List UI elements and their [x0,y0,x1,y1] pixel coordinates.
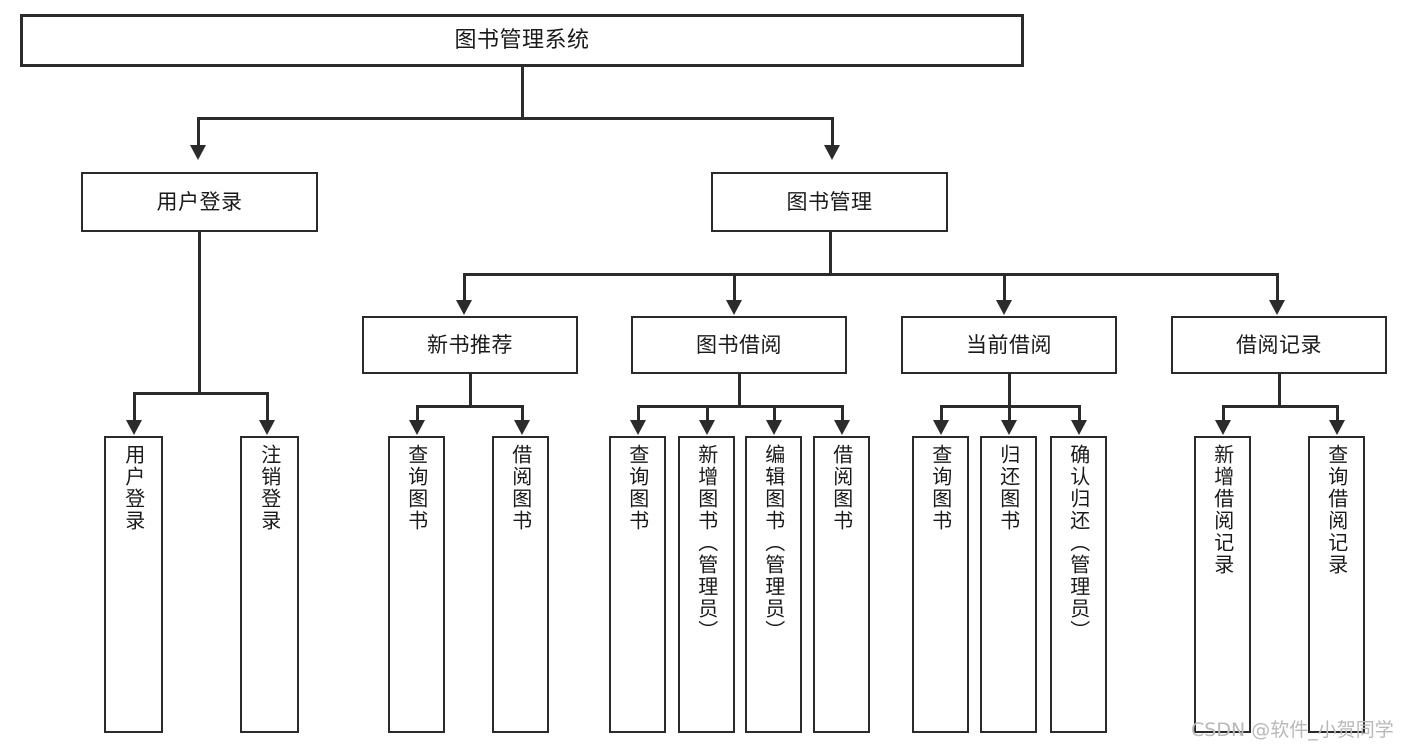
leaf-label: 查询图书 [928,444,953,532]
leaf-label: 注销登录 [257,444,282,532]
node-label: 图书管理系统 [454,27,590,53]
leaf-label: 查询图书 [625,444,650,532]
connector-user-login-bus [133,392,266,395]
node-label: 用户登录 [156,189,243,214]
csdn-watermark: CSDN @软件_小贺同学 [1191,719,1394,741]
arrowhead-to-user-login [190,145,206,160]
leaf-borrow-record-add-record[interactable]: 新增借阅记录 [1194,436,1251,733]
leaf-label: 查询图书 [404,444,429,532]
leaf-user-login-logout[interactable]: 注销登录 [240,436,299,733]
arrowhead-cb-leaf1 [933,420,949,435]
node-book-management[interactable]: 图书管理 [711,172,948,232]
node-label: 当前借阅 [966,332,1052,357]
connector-bb-leaf1 [637,405,640,422]
node-label: 借阅记录 [1236,332,1322,357]
connector-to-current-borrow [1003,273,1006,301]
node-new-book-recommend[interactable]: 新书推荐 [362,316,578,374]
node-book-borrow[interactable]: 图书借阅 [631,316,847,374]
node-root-book-management-system[interactable]: 图书管理系统 [20,14,1024,67]
connector-level2-bus [463,273,1278,276]
connector-root-trunk [521,67,524,117]
arrowhead-bb-leaf4 [834,420,850,435]
arrowhead-br-leaf1 [1215,420,1231,435]
node-label: 图书管理 [786,189,873,214]
leaf-label: 借阅图书 [829,444,854,532]
connector-bb-leaf4 [841,405,844,422]
arrowhead-bb-leaf3 [766,420,782,435]
connector-new-book-recommend-bus [416,405,522,408]
node-label: 图书借阅 [696,332,782,357]
arrowhead-to-borrow-record [1269,300,1285,315]
connector-to-user-login [197,117,200,145]
arrowhead-to-book-borrow [726,300,742,315]
arrowhead-br-leaf2 [1329,420,1345,435]
arrowhead-user-login-leaf1 [126,420,142,435]
leaf-current-borrow-confirm-return-admin[interactable]: 确认归还（管理员） [1050,436,1107,733]
leaf-book-borrow-add-book-admin[interactable]: 新增图书（管理员） [678,436,735,733]
leaf-borrow-record-query-record[interactable]: 查询借阅记录 [1308,436,1365,733]
arrowhead-cb-leaf3 [1071,420,1087,435]
leaf-user-login-login[interactable]: 用户登录 [104,436,163,733]
arrowhead-to-book-management [824,145,840,160]
connector-book-borrow-trunk [738,374,741,405]
connector-borrow-record-bus [1222,405,1336,408]
connector-cb-leaf2 [1008,405,1011,422]
leaf-current-borrow-query-book[interactable]: 查询图书 [912,436,969,733]
leaf-label: 新增图书（管理员） [694,444,719,642]
connector-user-login-trunk [198,232,201,392]
leaf-label: 归还图书 [996,444,1021,532]
leaf-label: 新增借阅记录 [1210,444,1235,576]
arrowhead-user-login-leaf2 [259,420,275,435]
leaf-current-borrow-return-book[interactable]: 归还图书 [980,436,1037,733]
leaf-label: 借阅图书 [508,444,533,532]
arrowhead-bb-leaf2 [699,420,715,435]
connector-book-borrow-bus [637,405,843,408]
connector-br-leaf1 [1222,405,1225,422]
node-borrow-record[interactable]: 借阅记录 [1171,316,1387,374]
connector-borrow-record-trunk [1278,374,1281,405]
connector-bb-leaf2 [706,405,709,422]
leaf-book-borrow-query-book[interactable]: 查询图书 [609,436,666,733]
node-label: 新书推荐 [427,332,513,357]
leaf-label: 查询借阅记录 [1324,444,1349,576]
connector-user-login-leaf2 [266,392,269,422]
connector-book-management-trunk [829,232,832,273]
arrowhead-nbr-leaf2 [514,420,530,435]
arrowhead-bb-leaf1 [630,420,646,435]
node-user-login[interactable]: 用户登录 [81,172,318,232]
connector-to-book-borrow [733,273,736,301]
leaf-label: 确认归还（管理员） [1066,444,1091,642]
connector-cb-leaf1 [940,405,943,422]
connector-user-login-leaf1 [133,392,136,422]
node-current-borrow[interactable]: 当前借阅 [901,316,1117,374]
connector-to-new-book-recommend [463,273,466,301]
leaf-new-book-borrow-book[interactable]: 借阅图书 [492,436,549,733]
connector-level1-bus [197,117,834,120]
connector-new-book-recommend-trunk [469,374,472,405]
connector-to-borrow-record [1276,273,1279,301]
arrowhead-to-current-borrow [996,300,1012,315]
connector-current-borrow-trunk [1008,374,1011,405]
leaf-label: 用户登录 [121,444,146,532]
connector-to-book-management [831,117,834,145]
leaf-book-borrow-edit-book-admin[interactable]: 编辑图书（管理员） [745,436,802,733]
connector-bb-leaf3 [773,405,776,422]
connector-cb-leaf3 [1078,405,1081,422]
arrowhead-cb-leaf2 [1001,420,1017,435]
connector-nbr-leaf2 [521,405,524,422]
connector-nbr-leaf1 [416,405,419,422]
arrowhead-to-new-book-recommend [456,300,472,315]
connector-br-leaf2 [1336,405,1339,422]
leaf-book-borrow-borrow-book[interactable]: 借阅图书 [813,436,870,733]
arrowhead-nbr-leaf1 [409,420,425,435]
leaf-label: 编辑图书（管理员） [761,444,786,642]
leaf-new-book-query-book[interactable]: 查询图书 [388,436,445,733]
